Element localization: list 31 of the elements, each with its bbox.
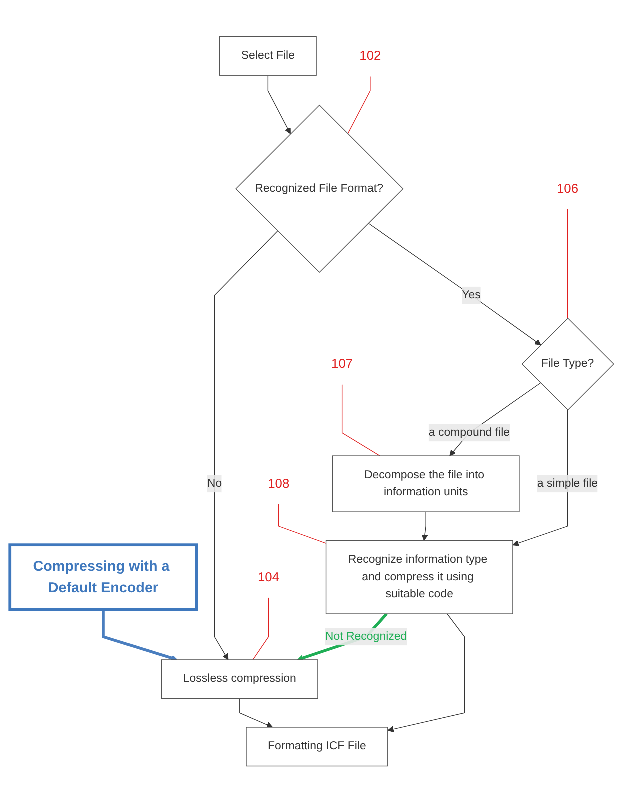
edge-label: Yes <box>462 289 481 302</box>
node-text: 106 <box>556 181 579 196</box>
connector <box>567 209 568 319</box>
edge-label: Not Recognized <box>325 630 408 643</box>
arrow <box>422 512 428 542</box>
node-text: 104 <box>258 570 280 584</box>
connector <box>252 598 270 660</box>
node-box: Select File <box>219 36 317 76</box>
edge-label: No <box>207 478 222 490</box>
arrow <box>388 614 466 732</box>
node-box: Decompose the file into information units <box>332 456 520 512</box>
arrow <box>102 610 178 662</box>
arrow <box>512 410 568 546</box>
connector <box>278 504 327 544</box>
arrow <box>240 698 274 728</box>
node-diamond: File Type? <box>522 318 614 411</box>
node-text: 108 <box>268 476 290 491</box>
arrow <box>268 75 291 134</box>
node-box: Formatting ICF File <box>246 727 388 767</box>
edge-label: a compound file <box>428 426 510 439</box>
node-box: Recognize information type and compress it using suitable code <box>326 540 514 614</box>
edge-label: a simple file <box>537 478 598 490</box>
node-text: 107 <box>332 356 354 372</box>
arrow <box>368 223 542 346</box>
connector <box>342 384 380 456</box>
node-box: Lossless compression <box>162 660 318 700</box>
arrow <box>214 230 278 660</box>
node-text: 102 <box>360 48 382 64</box>
node-diamond: Recognized File Format? <box>236 104 404 274</box>
connector <box>348 76 371 134</box>
node-box: Compressing with a Default Encoder <box>8 544 198 612</box>
